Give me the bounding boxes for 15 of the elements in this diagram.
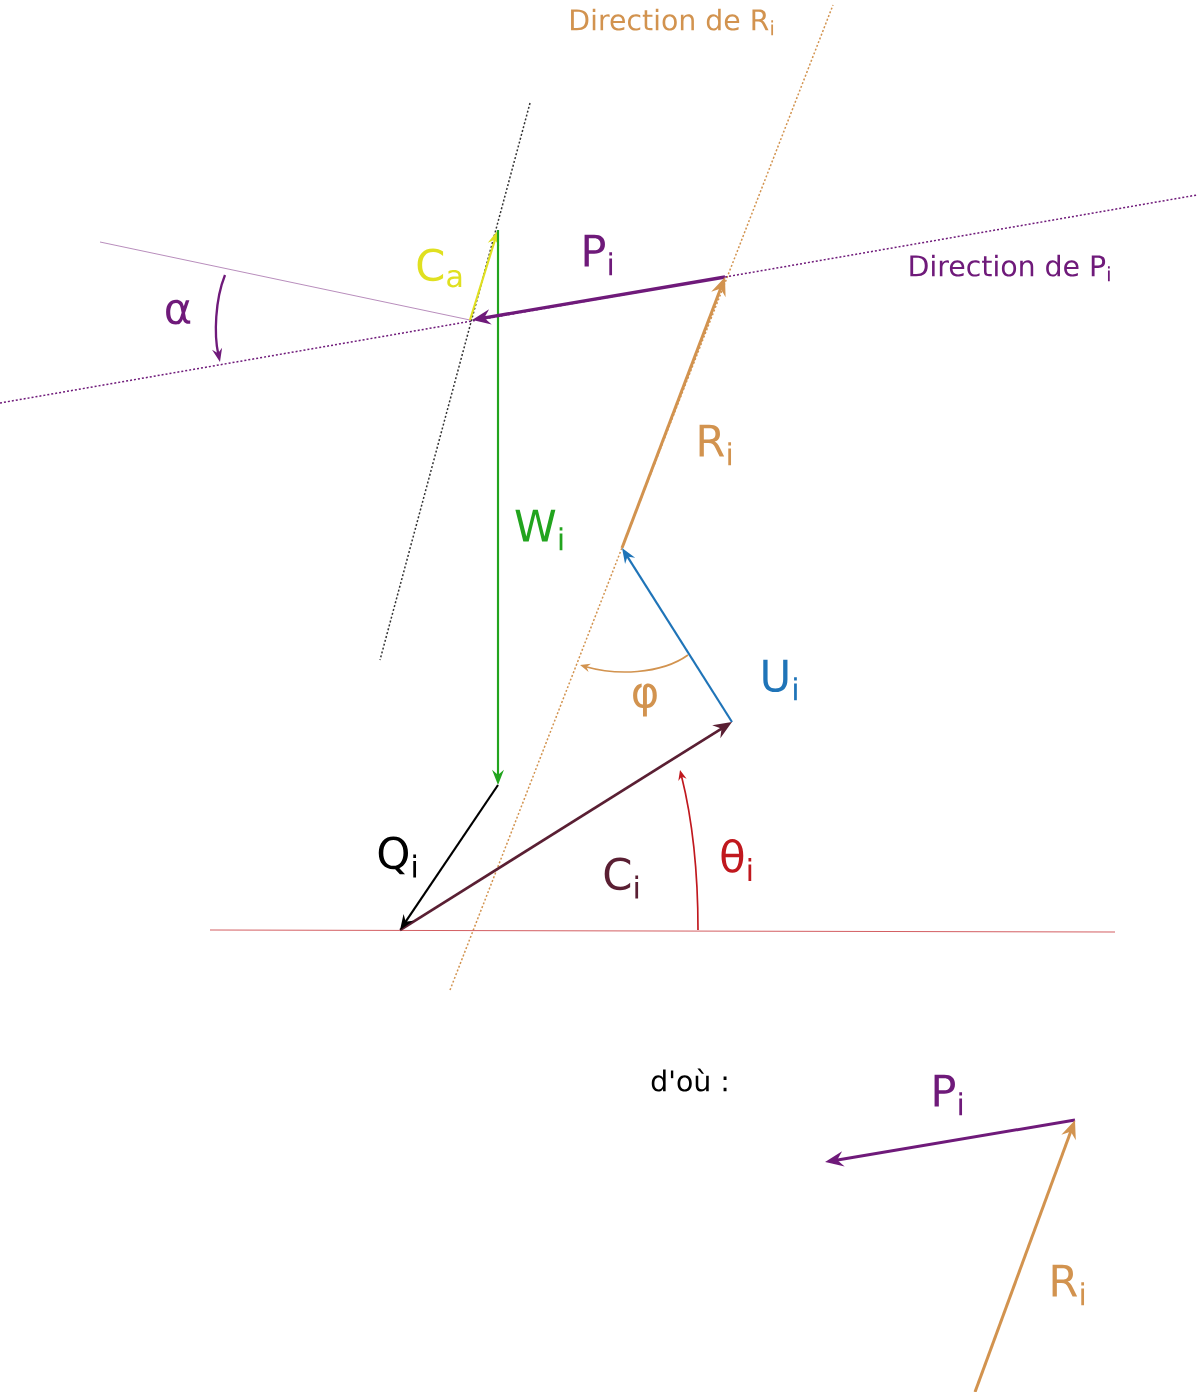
vector-label: P$_{i}$	[934, 1074, 963, 1116]
vector-label: Q$_{i}$	[378, 836, 416, 878]
vector-label: α	[166, 299, 191, 325]
note-text: d'où :	[651, 1068, 727, 1092]
vector-label: U$_{i}$	[763, 659, 797, 701]
vector-label: C$_{a}$	[417, 248, 462, 288]
vector-label: P$_{i}$	[584, 234, 613, 276]
vector-label: C$_{i}$	[604, 857, 639, 899]
vector-label: R$_{i}$	[699, 424, 731, 466]
note-text: Direction de P$_{i}$	[910, 254, 1110, 282]
vector-label: θ$_{i}$	[721, 839, 752, 881]
note-text: Direction de R$_{i}$	[571, 8, 774, 36]
vector-label: φ	[633, 683, 657, 717]
vector-label: W$_{i}$	[515, 509, 563, 551]
vector-label: R$_{i}$	[1052, 1264, 1085, 1306]
